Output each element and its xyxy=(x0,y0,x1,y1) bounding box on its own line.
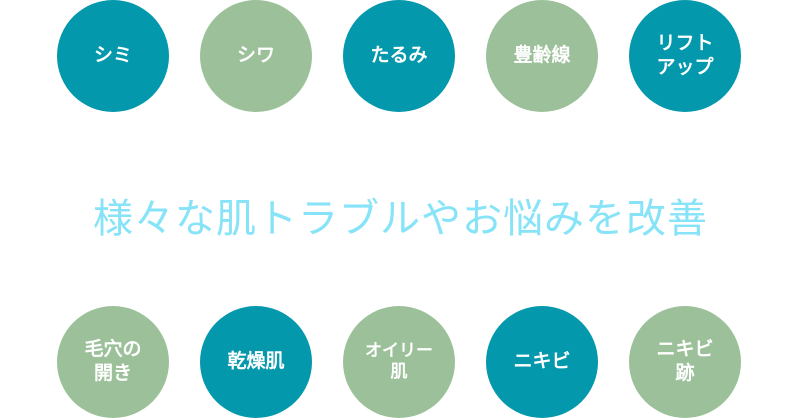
concern-label: ニキビ 跡 xyxy=(656,338,714,384)
concern-label: シワ xyxy=(236,44,275,67)
concern-label: 豊齢線 xyxy=(513,44,571,67)
concern-label: ニキビ xyxy=(513,350,571,373)
concern-spots: シミ xyxy=(57,0,169,112)
concern-acne-scars: ニキビ 跡 xyxy=(629,306,741,418)
concern-label: シミ xyxy=(93,44,132,67)
concern-nasolabial: 豊齢線 xyxy=(486,0,598,112)
headline: 様々な肌トラブルやお悩みを改善 xyxy=(93,196,708,242)
concern-sagging: たるみ xyxy=(343,0,455,112)
concern-label: オイリー 肌 xyxy=(365,340,433,382)
concern-label: リフト アップ xyxy=(656,32,714,78)
concern-dry-skin: 乾燥肌 xyxy=(200,306,312,418)
concern-label: たるみ xyxy=(370,44,428,67)
concern-wrinkles: シワ xyxy=(200,0,312,112)
concern-open-pores: 毛穴の 開き xyxy=(57,306,169,418)
concern-label: 毛穴の 開き xyxy=(84,338,142,384)
concern-acne: ニキビ xyxy=(486,306,598,418)
concern-lift-up: リフト アップ xyxy=(629,0,741,112)
concern-label: 乾燥肌 xyxy=(227,350,285,373)
concern-oily-skin: オイリー 肌 xyxy=(343,306,455,418)
